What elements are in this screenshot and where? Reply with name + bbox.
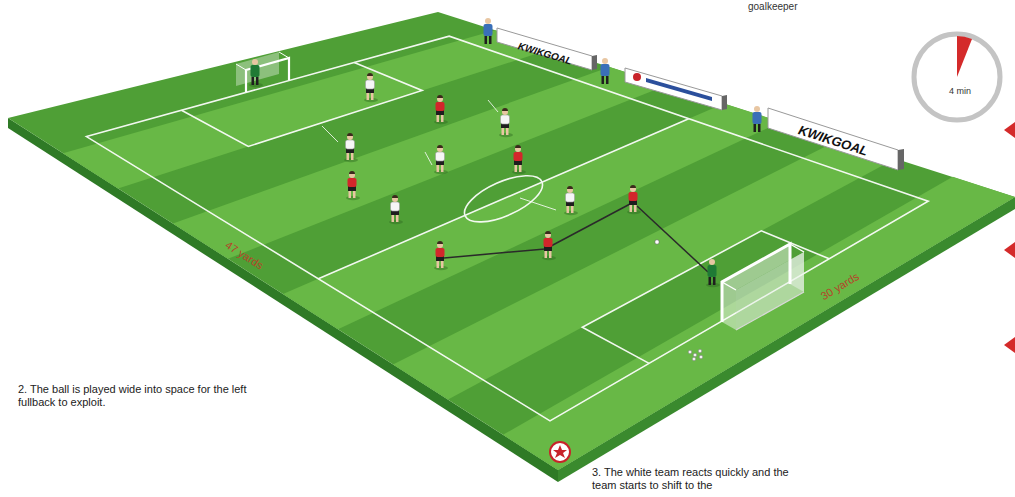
board-graphic xyxy=(646,78,712,101)
pass-line xyxy=(551,204,630,246)
white-player xyxy=(389,195,403,224)
penalty-box xyxy=(582,231,829,364)
touchline xyxy=(87,36,929,421)
goal-frame xyxy=(246,58,289,92)
ball xyxy=(655,240,659,244)
badge-star xyxy=(553,445,567,458)
halfway-line xyxy=(318,119,688,279)
board-logo xyxy=(633,73,641,81)
red-player xyxy=(434,241,448,270)
pitch xyxy=(8,12,1015,470)
ball xyxy=(693,353,697,357)
ball xyxy=(699,355,703,359)
coach-figure xyxy=(484,18,493,44)
edge-marker xyxy=(1004,337,1015,353)
red-player xyxy=(346,171,360,200)
goal-frame xyxy=(736,292,804,330)
run-line xyxy=(425,152,432,165)
goal-net xyxy=(722,244,804,330)
dimension-label: 30 yards xyxy=(819,269,862,302)
red-player xyxy=(542,231,556,260)
ball xyxy=(692,357,696,361)
timer-label: 4 min xyxy=(949,86,971,97)
ball xyxy=(698,349,702,353)
ball xyxy=(688,350,692,354)
white-player xyxy=(364,73,378,102)
board-text: KWIKGOAL xyxy=(796,122,870,159)
badge xyxy=(550,442,570,462)
pitch-stripes xyxy=(63,30,1015,470)
edge-marker xyxy=(1004,242,1015,258)
edge-marker xyxy=(1004,122,1015,138)
step-note: 2. The ball is played wide into space fo… xyxy=(18,383,280,409)
red-player xyxy=(512,145,526,174)
goal-frame xyxy=(722,282,736,290)
ad-board xyxy=(625,68,722,110)
pitch-markings xyxy=(87,36,929,421)
white-player xyxy=(434,145,448,174)
white-player xyxy=(499,108,513,137)
label-anchor: goalkeeper xyxy=(748,1,948,13)
ad-board xyxy=(768,108,898,170)
white-player xyxy=(344,133,358,162)
goalkeeper-figure xyxy=(706,259,720,287)
board-text: KWIKGOAL xyxy=(516,40,573,67)
coach-figure xyxy=(753,106,762,132)
goal-frame xyxy=(790,244,804,252)
goalkeeper-figure xyxy=(249,59,263,87)
run-line xyxy=(520,198,556,210)
caption-fragment: goalkeeper xyxy=(748,1,948,13)
label-anchor: 2. The ball is played wide into space fo… xyxy=(18,383,280,409)
stripe xyxy=(63,30,552,188)
goal-net xyxy=(736,252,804,330)
goal-frame xyxy=(236,64,246,70)
goal-frame xyxy=(722,244,790,322)
pass-line xyxy=(637,206,708,272)
stopwatch xyxy=(914,34,1000,120)
center-circle xyxy=(458,166,549,231)
penalty-box xyxy=(182,63,423,147)
red-player xyxy=(434,95,448,124)
stopwatch-wedge xyxy=(957,36,972,77)
coach-figure xyxy=(601,58,610,84)
goal-frame xyxy=(279,52,289,58)
dimension-label: 47 yards xyxy=(223,238,266,272)
pass-line xyxy=(444,249,545,258)
run-line xyxy=(322,126,338,142)
ad-board-side xyxy=(592,55,597,70)
run-line xyxy=(488,100,498,112)
stripe xyxy=(503,177,1015,470)
red-player xyxy=(627,185,641,214)
label-anchor: 3. The white team reacts quickly and the… xyxy=(592,466,800,492)
step-note: 3. The white team reacts quickly and the… xyxy=(592,466,800,492)
ad-board xyxy=(497,28,592,70)
ad-board-side xyxy=(722,95,727,110)
white-player xyxy=(564,186,578,215)
ball-supply xyxy=(688,349,703,361)
ad-board-side xyxy=(898,149,904,170)
